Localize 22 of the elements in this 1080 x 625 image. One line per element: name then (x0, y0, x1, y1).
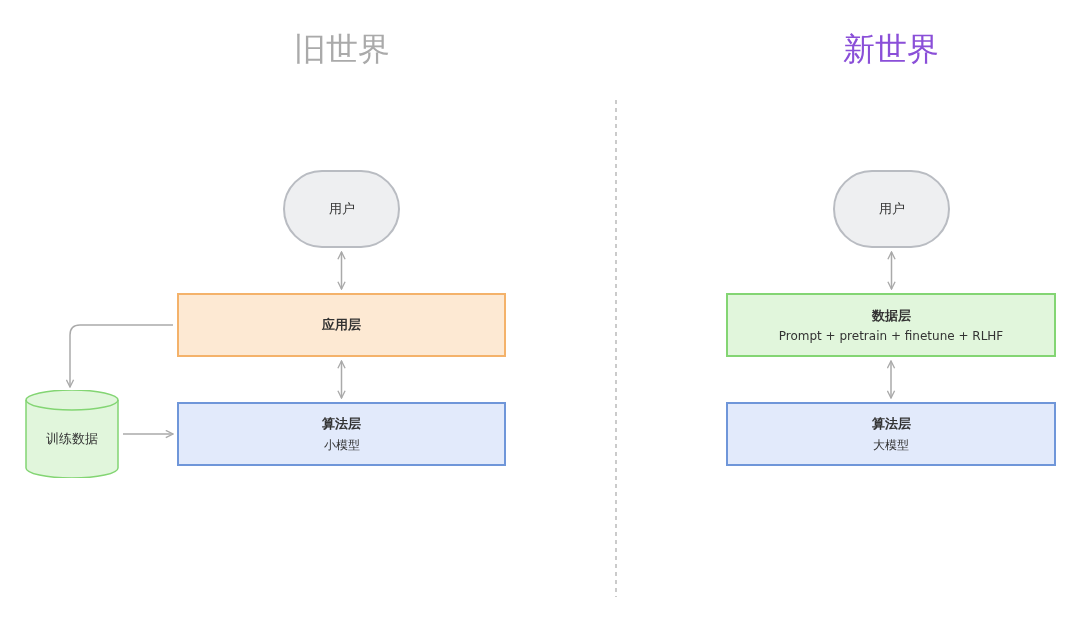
arrow (887, 251, 896, 290)
node-subtitle: 小模型 (323, 436, 360, 454)
arrow (886, 360, 896, 399)
arrow (65, 324, 174, 388)
node-subtitle: Prompt + pretrain + finetune + RLHF (778, 329, 1004, 343)
section-heading: 旧世界 (294, 29, 390, 70)
node-title: 用户 (328, 200, 355, 218)
layer-box (177, 402, 506, 466)
layer-box (726, 402, 1056, 466)
node-title: 训练数据 (46, 430, 98, 448)
arrow (122, 429, 174, 439)
node-title: 应用层 (322, 316, 361, 334)
section-heading: 新世界 (843, 29, 939, 70)
node-title: 数据层 (871, 307, 911, 325)
layer-box (726, 293, 1056, 357)
layer-box (177, 293, 506, 357)
node-title: 算法层 (871, 414, 911, 433)
node-subtitle: 大模型 (873, 436, 909, 454)
arrow (337, 360, 346, 399)
arrow (337, 251, 346, 290)
node-title: 算法层 (322, 414, 361, 433)
node-title: 用户 (878, 200, 905, 218)
